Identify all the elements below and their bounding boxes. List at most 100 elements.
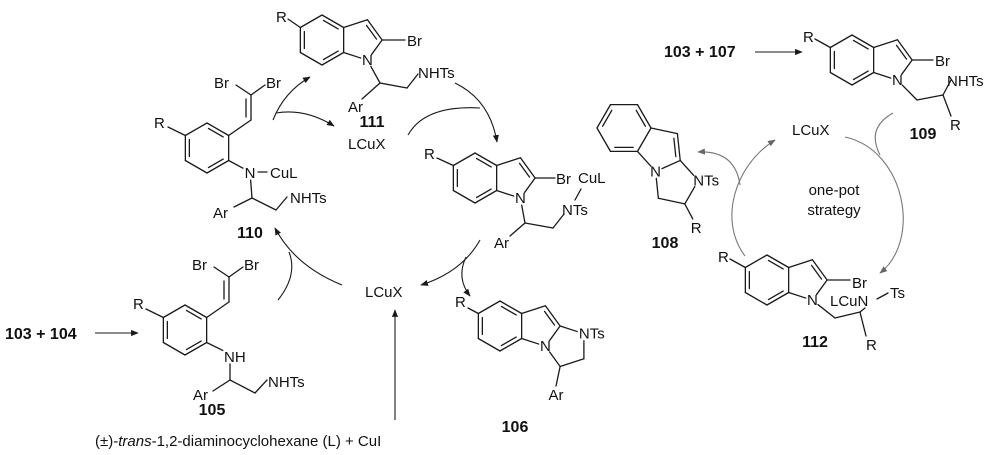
compound-label-110: 110 [237,225,263,242]
compound-label-112: 112 [802,334,828,351]
bond [184,304,208,319]
compound-label-105: 105 [199,402,226,419]
bond [275,196,288,211]
aryl-group: Ar [348,99,363,116]
double-bond-line [365,24,378,40]
bond [370,65,381,84]
bond [250,84,266,96]
bond [452,152,476,167]
amine-nh: NH [224,349,246,366]
bond [379,82,408,89]
nitrogen-atom: N [540,338,551,355]
bond [942,94,952,117]
double-bond-line [185,340,202,351]
bond [361,82,381,100]
bond [873,39,899,49]
bond [206,122,230,137]
arrow-complex-to-106 [461,256,471,297]
bond [544,305,561,327]
aryl-group: Ar [193,387,208,404]
bond [474,189,498,204]
nts-group: NTs [579,326,605,343]
bond [901,84,918,101]
aryl-group: Ar [494,235,509,252]
compound-105 [145,266,268,394]
arrow-complex-to-lcux [420,239,481,286]
bond [162,341,186,356]
bond [477,337,501,352]
strategy-label-line1: one-pot [809,182,861,199]
nitrogen-atom: N [362,52,373,69]
bond [184,341,208,356]
arrow-lcux-to-110 [274,227,343,286]
double-bond-line [543,310,556,326]
bond [829,34,853,49]
ligand-prefix: (±)- [95,433,118,450]
compound-106: N [467,300,585,387]
bond [657,197,686,205]
double-bond-line [322,50,339,61]
arrow-release-lcux-upper [275,111,335,127]
r-substituent: R [691,220,702,237]
copper-amide: LCuN [830,293,868,310]
bond [636,127,652,153]
nitrogen-atom: N [515,190,526,207]
bond [788,291,807,299]
bond [299,51,323,66]
r-substituent: R [133,296,144,313]
double-bond-line [500,336,517,347]
tosyl-group: Ts [890,285,905,302]
bond [811,259,828,281]
bond [523,177,536,194]
bond [873,71,892,79]
bond [235,84,252,96]
copper-ligand: CuL [270,165,298,182]
bond [744,254,768,269]
bond [684,203,694,220]
bond [559,358,585,368]
ligand-name: -1,2-diaminocyclohexane (L) + CuI [152,433,382,450]
nitrogen-atom: N [807,292,818,309]
bond [213,266,230,278]
compound-111: N [287,14,419,100]
double-bond-line [475,157,492,168]
bond [859,307,866,313]
bond [233,197,253,208]
compound-112: N [729,254,889,337]
bond [366,19,383,41]
bond [574,188,582,201]
arrow-lcux-to-112 [844,136,904,274]
double-bond-line [518,162,531,178]
bond [555,365,561,387]
bond [343,51,362,59]
bond [287,18,301,29]
amide-nitrogen: N [245,165,256,182]
bond [206,341,224,352]
arrow-111-to-complex [454,82,499,143]
nhts-group: NHTs [947,73,984,90]
compound-109: N [814,34,952,117]
bond [206,301,230,319]
nhts-group: NHTs [268,374,305,391]
starting-materials-left: 103 + 104 [5,326,77,343]
double-bond-line [635,109,647,127]
bond [321,14,345,29]
bond [859,311,867,337]
compound-108: N [596,103,696,220]
bond [744,291,768,306]
bond [596,127,612,153]
catalyst-lower: LCuX [365,284,403,301]
bromo-substituent: Br [407,33,422,50]
bond [521,337,540,345]
bond [851,71,875,86]
compound-label-109: 109 [910,126,937,143]
arrow-110-to-111 [272,76,311,121]
ligand-stereo: trans [118,433,152,450]
bond [942,79,952,96]
nitrogen-atom: N [892,72,903,89]
double-bond-line [673,137,677,158]
arrow-109-join [874,112,894,156]
bond [552,213,565,229]
bond [251,197,277,211]
